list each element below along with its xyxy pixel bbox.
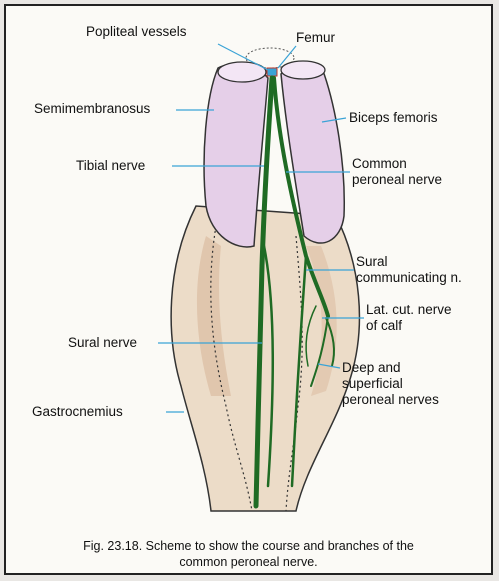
label-common-peroneal-line1: Common — [352, 156, 407, 172]
label-biceps-femoris: Biceps femoris — [349, 110, 438, 126]
label-deep-superficial-line1: Deep and — [342, 360, 401, 376]
label-deep-superficial-line3: peroneal nerves — [342, 392, 439, 408]
label-popliteal-vessels: Popliteal vessels — [86, 24, 187, 40]
label-common-peroneal-line2: peroneal nerve — [352, 172, 442, 188]
label-sural-nerve: Sural nerve — [68, 335, 137, 351]
label-deep-superficial-line2: superficial — [342, 376, 403, 392]
label-lateral-cutaneous-line1: Lat. cut. nerve — [366, 302, 452, 318]
label-femur: Femur — [296, 30, 335, 46]
label-tibial-nerve: Tibial nerve — [76, 158, 145, 174]
label-lateral-cutaneous-line2: of calf — [366, 318, 402, 334]
caption-line-1: Fig. 23.18. Scheme to show the course an… — [6, 538, 491, 554]
label-semimembranosus: Semimembranosus — [34, 101, 150, 117]
figure-frame: Popliteal vessels Femur Semimembranosus … — [4, 4, 493, 575]
caption-line-2: common peroneal nerve. — [6, 554, 491, 570]
popliteal-vessels-mark — [267, 68, 277, 76]
label-gastrocnemius: Gastrocnemius — [32, 404, 123, 420]
figure-caption: Fig. 23.18. Scheme to show the course an… — [6, 538, 491, 570]
label-sural-communicating-line1: Sural — [356, 254, 388, 270]
label-sural-communicating-line2: communicating n. — [356, 270, 462, 286]
